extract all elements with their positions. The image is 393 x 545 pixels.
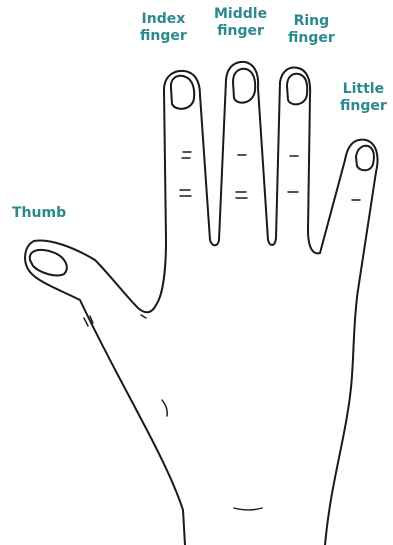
ring-nail [287,74,307,105]
thumb-label-line1: Thumb [12,205,66,222]
index-finger-label: Index finger [140,11,187,45]
middle-finger-label: Middle finger [214,6,267,40]
thumb-nail [30,250,67,276]
little-nail [356,146,374,170]
middle-finger-label-line2: finger [214,23,267,40]
index-nail [171,76,194,109]
index-finger-label-line1: Index [140,11,187,28]
index-finger-label-line2: finger [140,28,187,45]
middle-finger-label-line1: Middle [214,6,267,23]
little-finger-label-line1: Little [340,81,387,98]
little-finger-label: Little finger [340,81,387,115]
ring-finger-label-line1: Ring [288,13,335,30]
little-finger-label-line2: finger [340,98,387,115]
ring-finger-label-line2: finger [288,30,335,47]
thumb-label: Thumb [12,205,66,222]
hand-outline [25,62,377,545]
ring-finger-label: Ring finger [288,13,335,47]
middle-nail [233,69,255,103]
